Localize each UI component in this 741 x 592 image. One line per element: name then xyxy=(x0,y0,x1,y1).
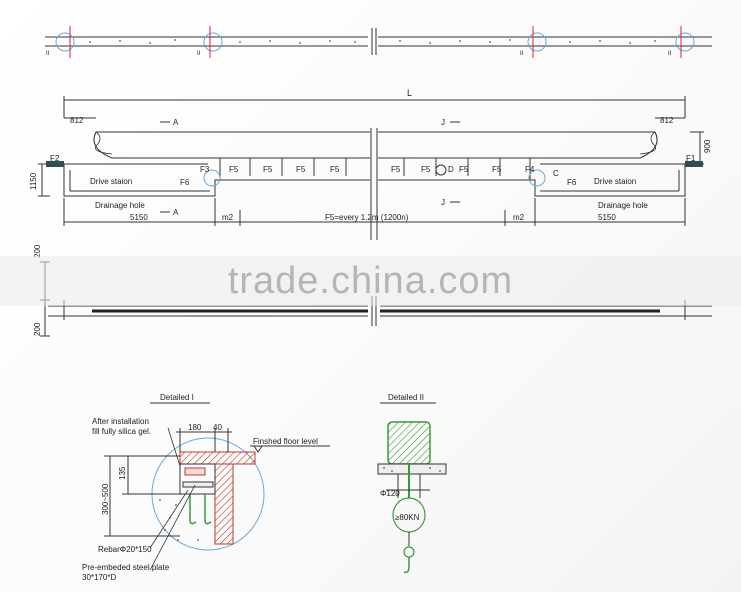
right-end-block xyxy=(685,161,703,167)
watermark-band xyxy=(0,256,741,306)
dim-135: 135 xyxy=(118,466,127,480)
roman-label: II xyxy=(520,51,524,57)
label-f2: F2 xyxy=(50,154,60,163)
label-f5: F5 xyxy=(459,165,469,174)
dim-812-right: 812 xyxy=(660,116,674,125)
roman-label: II xyxy=(46,51,50,57)
roman-label: II xyxy=(197,51,201,57)
roman-label: II xyxy=(668,51,672,57)
watermark-text: trade.china.com xyxy=(227,260,514,302)
dim-40: 40 xyxy=(213,423,222,432)
dim-900: 900 xyxy=(703,139,712,153)
drainage-left: Drainage hole xyxy=(95,201,145,210)
label-f5: F5 xyxy=(229,165,239,174)
label-f5: F5 xyxy=(263,165,273,174)
label-f1: F1 xyxy=(686,154,696,163)
section-j-bottom: J xyxy=(441,198,445,207)
top-strip xyxy=(45,26,712,58)
label-f6-right: F6 xyxy=(567,178,577,187)
dim-812-left: 812 xyxy=(70,116,84,125)
section-a-bottom: A xyxy=(173,208,179,217)
label-f6-left: F6 xyxy=(180,178,190,187)
detail-2-title: Detailed II xyxy=(388,393,424,402)
plan-geometry xyxy=(38,96,704,240)
detail-1-note-2: fill fully silica gel. xyxy=(92,427,151,436)
label-f3: F3 xyxy=(200,165,210,174)
label-f5: F5 xyxy=(330,165,340,174)
plate-label-2: 30*170*D xyxy=(82,573,116,582)
label-f5: F5 xyxy=(492,165,502,174)
detail-2-geometry xyxy=(377,402,447,574)
detail-1-geometry xyxy=(104,402,330,571)
detail-1-note-1: After installation xyxy=(92,417,149,426)
dim-5150-right: 5150 xyxy=(598,213,616,222)
rebar-label: RebarΦ20*150 xyxy=(98,545,152,554)
label-f5: F5 xyxy=(296,165,306,174)
label-f4: F4 xyxy=(525,165,535,174)
plate-label-1: Pre-embeded steel plate xyxy=(82,563,170,572)
dim-phi120: Φ120 xyxy=(380,489,400,498)
left-end-block xyxy=(46,161,64,167)
f5-spacing-note: F5=every 1.2m (1200n) xyxy=(325,213,409,222)
dim-m2-left: m2 xyxy=(222,213,234,222)
dim-180: 180 xyxy=(188,423,202,432)
load-rating: ≥80KN xyxy=(395,513,420,522)
floor-level-label: Finshed floor level xyxy=(253,437,318,446)
dim-200-top: 200 xyxy=(33,244,42,258)
detail-marker xyxy=(203,169,221,187)
dim-1150: 1150 xyxy=(29,172,38,190)
dim-m2-right: m2 xyxy=(513,213,525,222)
detail-marker xyxy=(435,164,447,176)
label-f5: F5 xyxy=(391,165,401,174)
detail-marker xyxy=(528,169,546,187)
marker-c: C xyxy=(553,169,559,178)
drainage-right: Drainage hole xyxy=(598,201,648,210)
label-f5: F5 xyxy=(421,165,431,174)
drive-station-left: Drive staion xyxy=(90,177,132,186)
dim-200-bottom: 200 xyxy=(33,322,42,336)
section-a-top: A xyxy=(173,118,179,127)
dim-300-500: 300~500 xyxy=(101,483,110,515)
marker-d: D xyxy=(448,165,454,174)
drive-station-right: Drive staion xyxy=(594,177,636,186)
side-strip xyxy=(40,261,712,337)
dim-5150-left: 5150 xyxy=(130,213,148,222)
section-j-top: J xyxy=(441,118,445,127)
detail-1-title: Detailed I xyxy=(160,393,194,402)
dim-total-label: L xyxy=(407,88,412,98)
